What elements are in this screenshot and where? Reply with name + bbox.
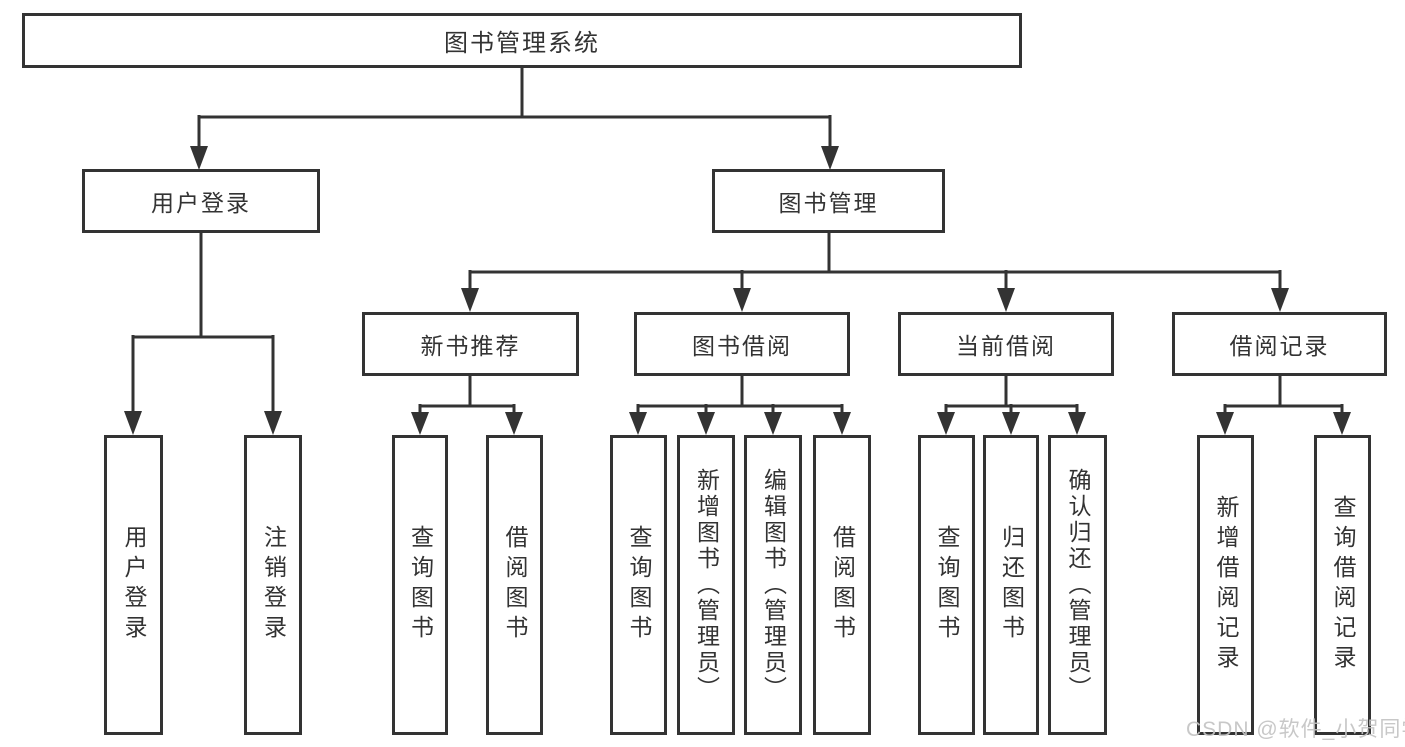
- leaf-query-books-borrowing: 查询图书: [610, 435, 667, 735]
- leaf-user-login: 用户登录: [104, 435, 163, 735]
- leaf-edit-books-admin: 编辑图书（管理员）: [744, 435, 802, 735]
- leaf-confirm-return-admin: 确认归还（管理员）: [1048, 435, 1107, 735]
- leaf-add-books-admin: 新增图书（管理员）: [677, 435, 735, 735]
- leaf-user-login-label: 用户登录: [121, 525, 147, 645]
- leaf-edit-books-admin-label: 编辑图书（管理员）: [760, 468, 787, 702]
- leaf-query-books-borrowing-label: 查询图书: [626, 525, 652, 645]
- node-book-management: 图书管理: [712, 169, 945, 233]
- node-new-book-recommendation-label: 新书推荐: [420, 333, 521, 359]
- leaf-query-books-recommendation-label: 查询图书: [407, 525, 434, 645]
- leaf-borrow-books: 借阅图书: [813, 435, 871, 735]
- node-current-borrowing: 当前借阅: [898, 312, 1114, 376]
- node-book-borrowing: 图书借阅: [634, 312, 850, 376]
- csdn-watermark: CSDN @软件_小贺同学: [1186, 718, 1405, 741]
- node-new-book-recommendation: 新书推荐: [362, 312, 579, 376]
- node-borrowing-records-label: 借阅记录: [1229, 333, 1330, 359]
- leaf-query-books-recommendation: 查询图书: [392, 435, 448, 735]
- leaf-return-books: 归还图书: [983, 435, 1039, 735]
- leaf-borrow-books-label: 借阅图书: [829, 525, 856, 645]
- node-root: 图书管理系统: [22, 13, 1022, 68]
- node-user-login: 用户登录: [82, 169, 320, 233]
- leaf-add-borrow-record: 新增借阅记录: [1197, 435, 1254, 735]
- leaf-borrow-books-recommendation: 借阅图书: [486, 435, 543, 735]
- leaf-return-books-label: 归还图书: [998, 525, 1025, 645]
- node-borrowing-records: 借阅记录: [1172, 312, 1387, 376]
- leaf-query-books-current-label: 查询图书: [934, 525, 960, 645]
- leaf-confirm-return-admin-label: 确认归还（管理员）: [1065, 468, 1091, 702]
- leaf-borrow-books-recommendation-label: 借阅图书: [502, 525, 528, 645]
- node-book-borrowing-label: 图书借阅: [692, 333, 792, 359]
- node-current-borrowing-label: 当前借阅: [956, 333, 1056, 359]
- leaf-logout: 注销登录: [244, 435, 302, 735]
- node-book-management-label: 图书管理: [778, 190, 879, 216]
- leaf-logout-label: 注销登录: [260, 525, 287, 645]
- leaf-add-books-admin-label: 新增图书（管理员）: [693, 468, 720, 702]
- leaf-query-borrow-record-label: 查询借阅记录: [1330, 495, 1356, 675]
- leaf-add-borrow-record-label: 新增借阅记录: [1213, 495, 1239, 675]
- node-user-login-label: 用户登录: [151, 190, 251, 216]
- leaf-query-books-current: 查询图书: [918, 435, 975, 735]
- node-root-label: 图书管理系统: [444, 30, 600, 57]
- leaf-query-borrow-record: 查询借阅记录: [1314, 435, 1371, 735]
